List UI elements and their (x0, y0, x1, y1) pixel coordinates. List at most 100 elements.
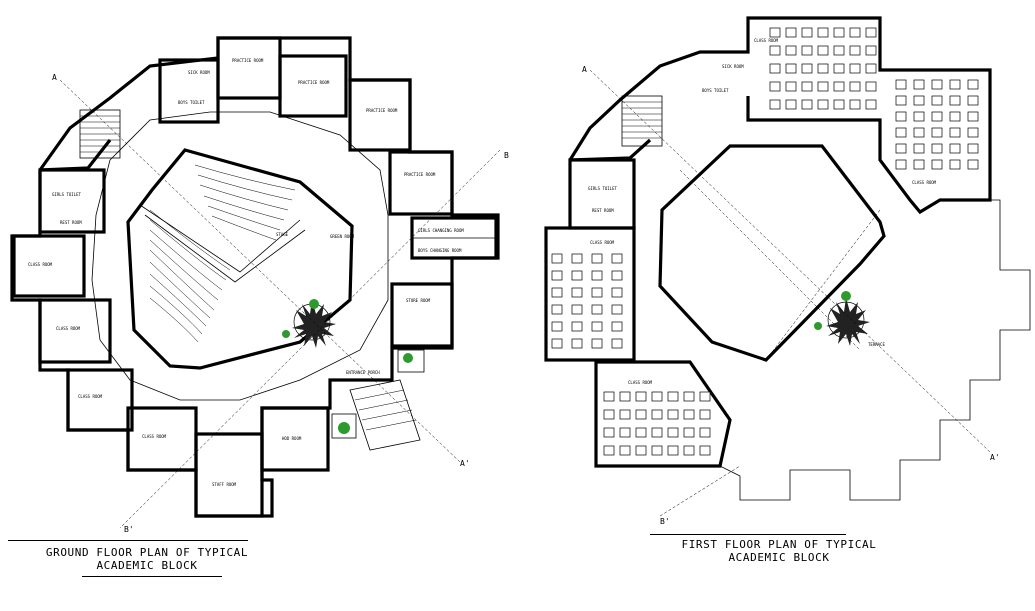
seat-desk (785, 45, 797, 56)
seat-desk (769, 45, 781, 56)
seat-desk (817, 99, 829, 110)
svg-text:PRACTICE ROOM: PRACTICE ROOM (366, 108, 398, 113)
seat-desk (619, 427, 631, 438)
seat-desk (801, 45, 813, 56)
seat-desk (817, 45, 829, 56)
caption-rule-first (650, 534, 846, 535)
seat-desk (699, 409, 711, 420)
seat-desk (619, 391, 631, 402)
svg-text:REST ROOM: REST ROOM (592, 208, 614, 213)
seat-desk (591, 304, 603, 315)
seat-desk (699, 391, 711, 402)
svg-text:CLASS ROOM: CLASS ROOM (628, 380, 653, 385)
caption-first-floor: FIRST FLOOR PLAN OF TYPICAL ACADEMIC BLO… (676, 538, 882, 564)
seat-desk (913, 127, 925, 138)
seat-desk (551, 287, 563, 298)
classroom-seating-bottom (603, 391, 711, 456)
svg-text:STAFF ROOM: STAFF ROOM (212, 482, 237, 487)
svg-text:PRACTICE ROOM: PRACTICE ROOM (404, 172, 436, 177)
seat-desk (551, 321, 563, 332)
seat-desk (865, 63, 877, 74)
seat-desk (591, 287, 603, 298)
seat-desk (833, 99, 845, 110)
seat-desk (833, 45, 845, 56)
seat-desk (817, 27, 829, 38)
seat-desk (931, 143, 943, 154)
caption-first-line1: FIRST FLOOR PLAN OF TYPICAL (681, 538, 877, 551)
seat-desk (949, 159, 961, 170)
section-mark-a-prime: A' (990, 453, 1000, 462)
seat-desk (817, 63, 829, 74)
seat-desk (801, 99, 813, 110)
seat-desk (865, 81, 877, 92)
seat-desk (611, 253, 623, 264)
seat-desk (769, 81, 781, 92)
seat-desk (865, 27, 877, 38)
seat-desk (683, 427, 695, 438)
seat-desk (635, 445, 647, 456)
seat-desk (949, 95, 961, 106)
seat-desk (849, 81, 861, 92)
section-mark-a: A (582, 65, 587, 74)
seat-desk (611, 304, 623, 315)
seat-desk (683, 445, 695, 456)
seat-desk (571, 304, 583, 315)
stair-ground-left (79, 109, 121, 159)
seat-desk (571, 321, 583, 332)
plant-icon (338, 422, 350, 434)
seat-desk (591, 253, 603, 264)
classroom-seating-top (769, 27, 877, 110)
seat-desk (833, 63, 845, 74)
seat-desk (785, 81, 797, 92)
svg-text:CLASS ROOM: CLASS ROOM (912, 180, 937, 185)
seat-desk (931, 159, 943, 170)
seat-desk (551, 253, 563, 264)
seat-desk (895, 159, 907, 170)
seat-desk (667, 427, 679, 438)
caption-ground-floor: GROUND FLOOR PLAN OF TYPICAL ACADEMIC BL… (40, 546, 254, 572)
seat-desk (699, 427, 711, 438)
entrance-steps (349, 379, 421, 451)
seat-desk (571, 253, 583, 264)
seat-desk (667, 409, 679, 420)
seat-desk (967, 159, 979, 170)
svg-text:CLASS ROOM: CLASS ROOM (590, 240, 615, 245)
seat-desk (833, 81, 845, 92)
seat-desk (849, 27, 861, 38)
seat-desk (651, 409, 663, 420)
section-mark-a-prime: A' (460, 459, 470, 468)
seat-desk (913, 79, 925, 90)
seat-desk (571, 270, 583, 281)
svg-text:PRACTICE ROOM: PRACTICE ROOM (298, 80, 330, 85)
seat-desk (651, 391, 663, 402)
svg-text:SICK ROOM: SICK ROOM (722, 64, 744, 69)
seat-desk (949, 127, 961, 138)
seat-desk (785, 99, 797, 110)
seat-desk (801, 27, 813, 38)
svg-text:GIRLS CHANGING ROOM: GIRLS CHANGING ROOM (418, 228, 464, 233)
seat-desk (949, 79, 961, 90)
classroom-seating-left (551, 253, 623, 349)
plant-icon (403, 353, 413, 363)
first-floor-plan: CLASS ROOM CLASS ROOM CLASS ROOM CLASS R… (544, 16, 1031, 526)
seat-desk (785, 27, 797, 38)
tree-icon (282, 299, 336, 348)
seat-desk (667, 445, 679, 456)
seat-desk (611, 270, 623, 281)
svg-text:CLASS ROOM: CLASS ROOM (78, 394, 103, 399)
seat-desk (801, 63, 813, 74)
seat-desk (619, 409, 631, 420)
seat-desk (619, 445, 631, 456)
seat-desk (895, 95, 907, 106)
seat-desk (833, 27, 845, 38)
seat-desk (571, 338, 583, 349)
seat-desk (667, 391, 679, 402)
seat-desk (931, 127, 943, 138)
seat-desk (591, 270, 603, 281)
seat-desk (849, 99, 861, 110)
seat-desk (949, 111, 961, 122)
seat-desk (683, 391, 695, 402)
svg-text:CLASS ROOM: CLASS ROOM (142, 434, 167, 439)
svg-text:CLASS ROOM: CLASS ROOM (754, 38, 779, 43)
